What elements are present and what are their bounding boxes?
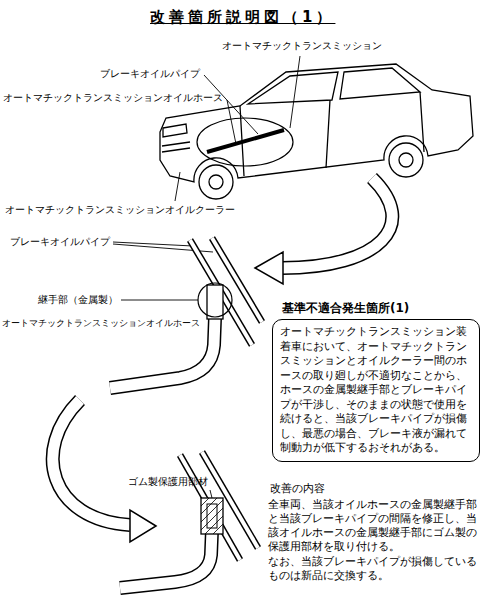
part-label: ゴム製保護用部材 (128, 476, 208, 488)
brake-pipe (202, 452, 258, 548)
contact-circle (198, 283, 232, 317)
hose-fill (120, 530, 212, 588)
hose (120, 530, 212, 588)
curved-arrow (53, 400, 156, 542)
part-label: ブレーキオイルパイプ (10, 236, 110, 248)
protector-hatching (201, 498, 223, 534)
part-label: オートマチックトランスミッションオイルクーラー (5, 204, 235, 216)
car-body (160, 64, 473, 182)
part-label: 継手部（金属製） (38, 294, 118, 306)
hose (110, 318, 215, 388)
text-box: 基準不適合発生箇所(1) オートマチックトランスミッション装着車において、オートマ… (272, 300, 480, 462)
arrow-outline (282, 178, 392, 268)
box-heading: 基準不適合発生箇所(1) (282, 300, 480, 317)
arrow-head (255, 252, 283, 284)
note-text: なお、当該ブレーキパイプが損傷しているものは新品に交換する。 (268, 555, 480, 583)
arrow-fill (282, 178, 392, 268)
note-text: 全車両、当該オイルホースの金属製継手部と当該ブレーキパイプの間隔を修正し、当該オ… (268, 498, 480, 553)
diagram-title: 改善箇所説明図（1） (150, 8, 335, 26)
pipe-detail-fixed (120, 452, 258, 588)
part-label: オートマチックトランスミッションオイルホース (2, 318, 200, 329)
part-label: オートマチックトランスミッションオイルホース (3, 92, 223, 104)
arrow-fill (53, 400, 130, 525)
metal-coupling (207, 504, 217, 528)
car-headlight (163, 124, 187, 137)
car-wheel-hub (209, 175, 223, 189)
part-label: ブレーキオイルパイプ (100, 68, 200, 80)
box-body-text: オートマチックトランスミッション装着車において、オートマチックトランスミッション… (280, 325, 472, 456)
section-heading: 改善の内容 (270, 482, 325, 495)
hose-in-car (207, 130, 284, 152)
rounded-box: オートマチックトランスミッション装着車において、オートマチックトランスミッション… (272, 319, 480, 462)
hose-fill (110, 318, 215, 388)
car-window (248, 72, 338, 104)
brake-pipe-fill (202, 452, 258, 548)
rubber-protector (201, 498, 223, 534)
leader-line (121, 300, 198, 301)
car-grille (162, 142, 190, 152)
leader-line (290, 56, 300, 128)
car-window (340, 68, 420, 99)
pipe-detail (110, 238, 262, 388)
part-label: オートマチックトランスミッション (222, 40, 382, 52)
leader-line (210, 490, 212, 498)
leader-line (204, 75, 258, 134)
magnifier-ellipse (197, 118, 293, 166)
metal-coupling (207, 285, 223, 319)
car-wheel (199, 165, 233, 199)
arrow-head (130, 510, 156, 542)
car-illustration (160, 64, 473, 199)
car-wheel-hub (399, 153, 413, 167)
curved-arrow (255, 178, 392, 284)
leader-line (175, 172, 180, 201)
car-wheel (389, 143, 423, 177)
arrow-outline (53, 400, 130, 525)
leader-line (227, 100, 236, 144)
